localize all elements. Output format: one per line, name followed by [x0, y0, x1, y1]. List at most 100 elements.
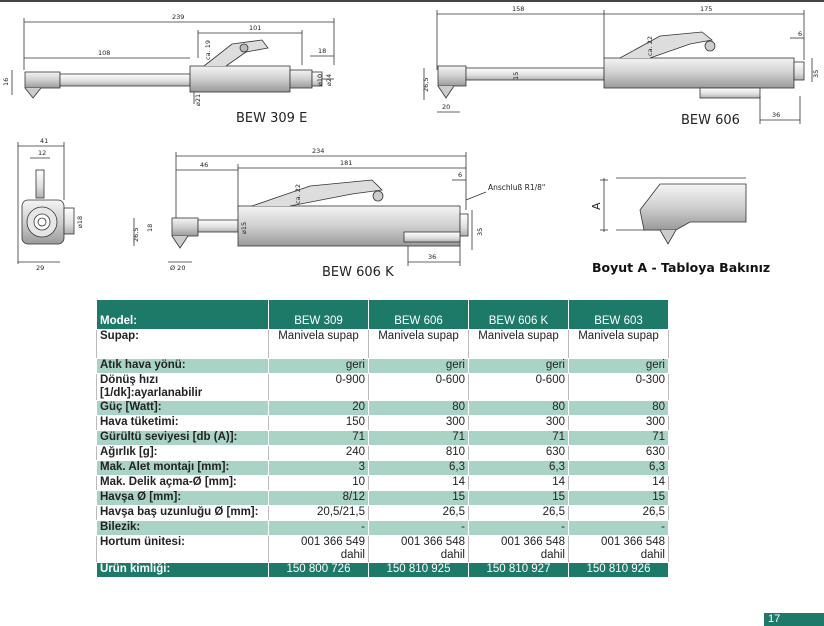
cell-line: 001 366 548 — [501, 536, 565, 548]
svg-text:18: 18 — [318, 47, 326, 55]
svg-text:35: 35 — [476, 228, 484, 236]
row-label: Mak. Delik açma-Ø [mm]: — [96, 475, 269, 491]
page-number: 17 — [764, 613, 824, 626]
table-cell: 10 — [268, 475, 369, 491]
svg-text:ca. 22: ca. 22 — [294, 184, 302, 204]
header-cell: BEW 606 K — [468, 299, 569, 330]
svg-text:158: 158 — [512, 5, 524, 13]
table-cell: 15 — [368, 490, 469, 506]
table-cell: 300 — [368, 415, 469, 431]
svg-text:36: 36 — [772, 111, 780, 119]
row-label: Supap: — [96, 329, 269, 359]
table-cell: 630 — [568, 445, 669, 461]
row-label: Havşa baş uzunluğu Ø [mm]: — [96, 505, 269, 521]
table-cell: 240 — [268, 445, 369, 461]
table-cell: - — [568, 520, 669, 536]
table-cell: 26,5 — [368, 505, 469, 521]
cell-line: dahil — [440, 549, 465, 561]
table-cell: 14 — [368, 475, 469, 491]
drawing-bew309e — [11, 18, 335, 104]
table-header-row: Model: BEW 309 BEW 606 BEW 606 K BEW 603 — [96, 299, 669, 330]
svg-text:26,5: 26,5 — [422, 78, 430, 92]
table-cell: 80 — [568, 400, 669, 416]
table-cell: - — [468, 520, 569, 536]
dims-front-view: 41 12 ⌀18 29 — [36, 137, 84, 272]
table-cell: 8/12 — [268, 490, 369, 506]
svg-text:20: 20 — [442, 103, 450, 111]
svg-text:⌀21: ⌀21 — [194, 94, 202, 106]
table-cell: Manivela supap — [568, 329, 669, 359]
svg-text:ca. 22: ca. 22 — [646, 36, 654, 56]
dims-bew309e: 239 101 108 18 ca. 19 16 ⌀10 ⌀24 ⌀21 — [2, 13, 333, 106]
svg-text:101: 101 — [249, 24, 261, 32]
svg-text:⌀18: ⌀18 — [76, 216, 84, 228]
table-cell: 14 — [468, 475, 569, 491]
svg-text:6: 6 — [798, 30, 802, 38]
table-cell: 71 — [468, 430, 569, 446]
svg-text:ca. 19: ca. 19 — [204, 40, 212, 60]
table-cell: 150 800 726 — [268, 562, 369, 578]
model-label-bew309e: BEW 309 E — [236, 111, 307, 126]
header-cell: Model: — [96, 299, 269, 330]
svg-text:⌀24: ⌀24 — [325, 74, 333, 86]
svg-text:35: 35 — [812, 70, 820, 78]
table-cell: 14 — [568, 475, 669, 491]
table-cell: 80 — [368, 400, 469, 416]
row-label-line: [1/dk]:ayarlanabilir — [100, 387, 203, 399]
table-cell: 26,5 — [468, 505, 569, 521]
cell-line: 001 366 549 — [301, 536, 365, 548]
table-cell: geri — [468, 358, 569, 374]
row-label: Havşa Ø [mm]: — [96, 490, 269, 506]
svg-text:36: 36 — [428, 253, 436, 261]
top-rule — [0, 0, 824, 2]
svg-text:6: 6 — [458, 171, 462, 179]
table-cell: 150 810 925 — [368, 562, 469, 578]
row-label: Güç [Watt]: — [96, 400, 269, 416]
svg-text:234: 234 — [312, 147, 324, 155]
table-cell: 26,5 — [568, 505, 669, 521]
row-label: Mak. Alet montajı [mm]: — [96, 460, 269, 476]
row-label: Hortum ünitesi: — [96, 535, 269, 563]
header-cell: BEW 603 — [568, 299, 669, 330]
dims-bew606: 158 175 6 ca. 22 26,5 15 20 36 35 — [422, 5, 820, 119]
svg-text:15: 15 — [512, 72, 520, 80]
drawing-bew606 — [423, 10, 813, 124]
dims-bew606k: 234 181 46 6 ca. 22 Anschluß R1/8" 26,5 … — [132, 147, 545, 272]
svg-text:41: 41 — [40, 137, 48, 145]
svg-text:46: 46 — [200, 161, 208, 169]
table-cell: 150 810 926 — [568, 562, 669, 578]
svg-text:26,5: 26,5 — [132, 228, 140, 242]
svg-text:239: 239 — [172, 13, 184, 21]
cell-line: dahil — [340, 549, 365, 561]
table-cell: 150 810 927 — [468, 562, 569, 578]
cell-line: 001 366 548 — [401, 536, 465, 548]
drawing-front-view — [17, 142, 75, 264]
table-cell: - — [268, 520, 369, 536]
table-cell: Manivela supap — [268, 329, 369, 359]
table-cell: 6,3 — [568, 460, 669, 476]
table-cell: 300 — [468, 415, 569, 431]
table-cell: 80 — [468, 400, 569, 416]
table-cell: 300 — [568, 415, 669, 431]
cell-line: dahil — [640, 549, 665, 561]
svg-text:⌀15: ⌀15 — [240, 222, 248, 234]
table-cell: - — [368, 520, 469, 536]
table-cell: geri — [568, 358, 669, 374]
svg-text:⌀10: ⌀10 — [316, 74, 324, 86]
svg-text:Anschluß R1/8": Anschluß R1/8" — [488, 183, 545, 192]
svg-text:181: 181 — [340, 159, 352, 167]
row-label-line: Dönüş hızı — [100, 374, 159, 386]
